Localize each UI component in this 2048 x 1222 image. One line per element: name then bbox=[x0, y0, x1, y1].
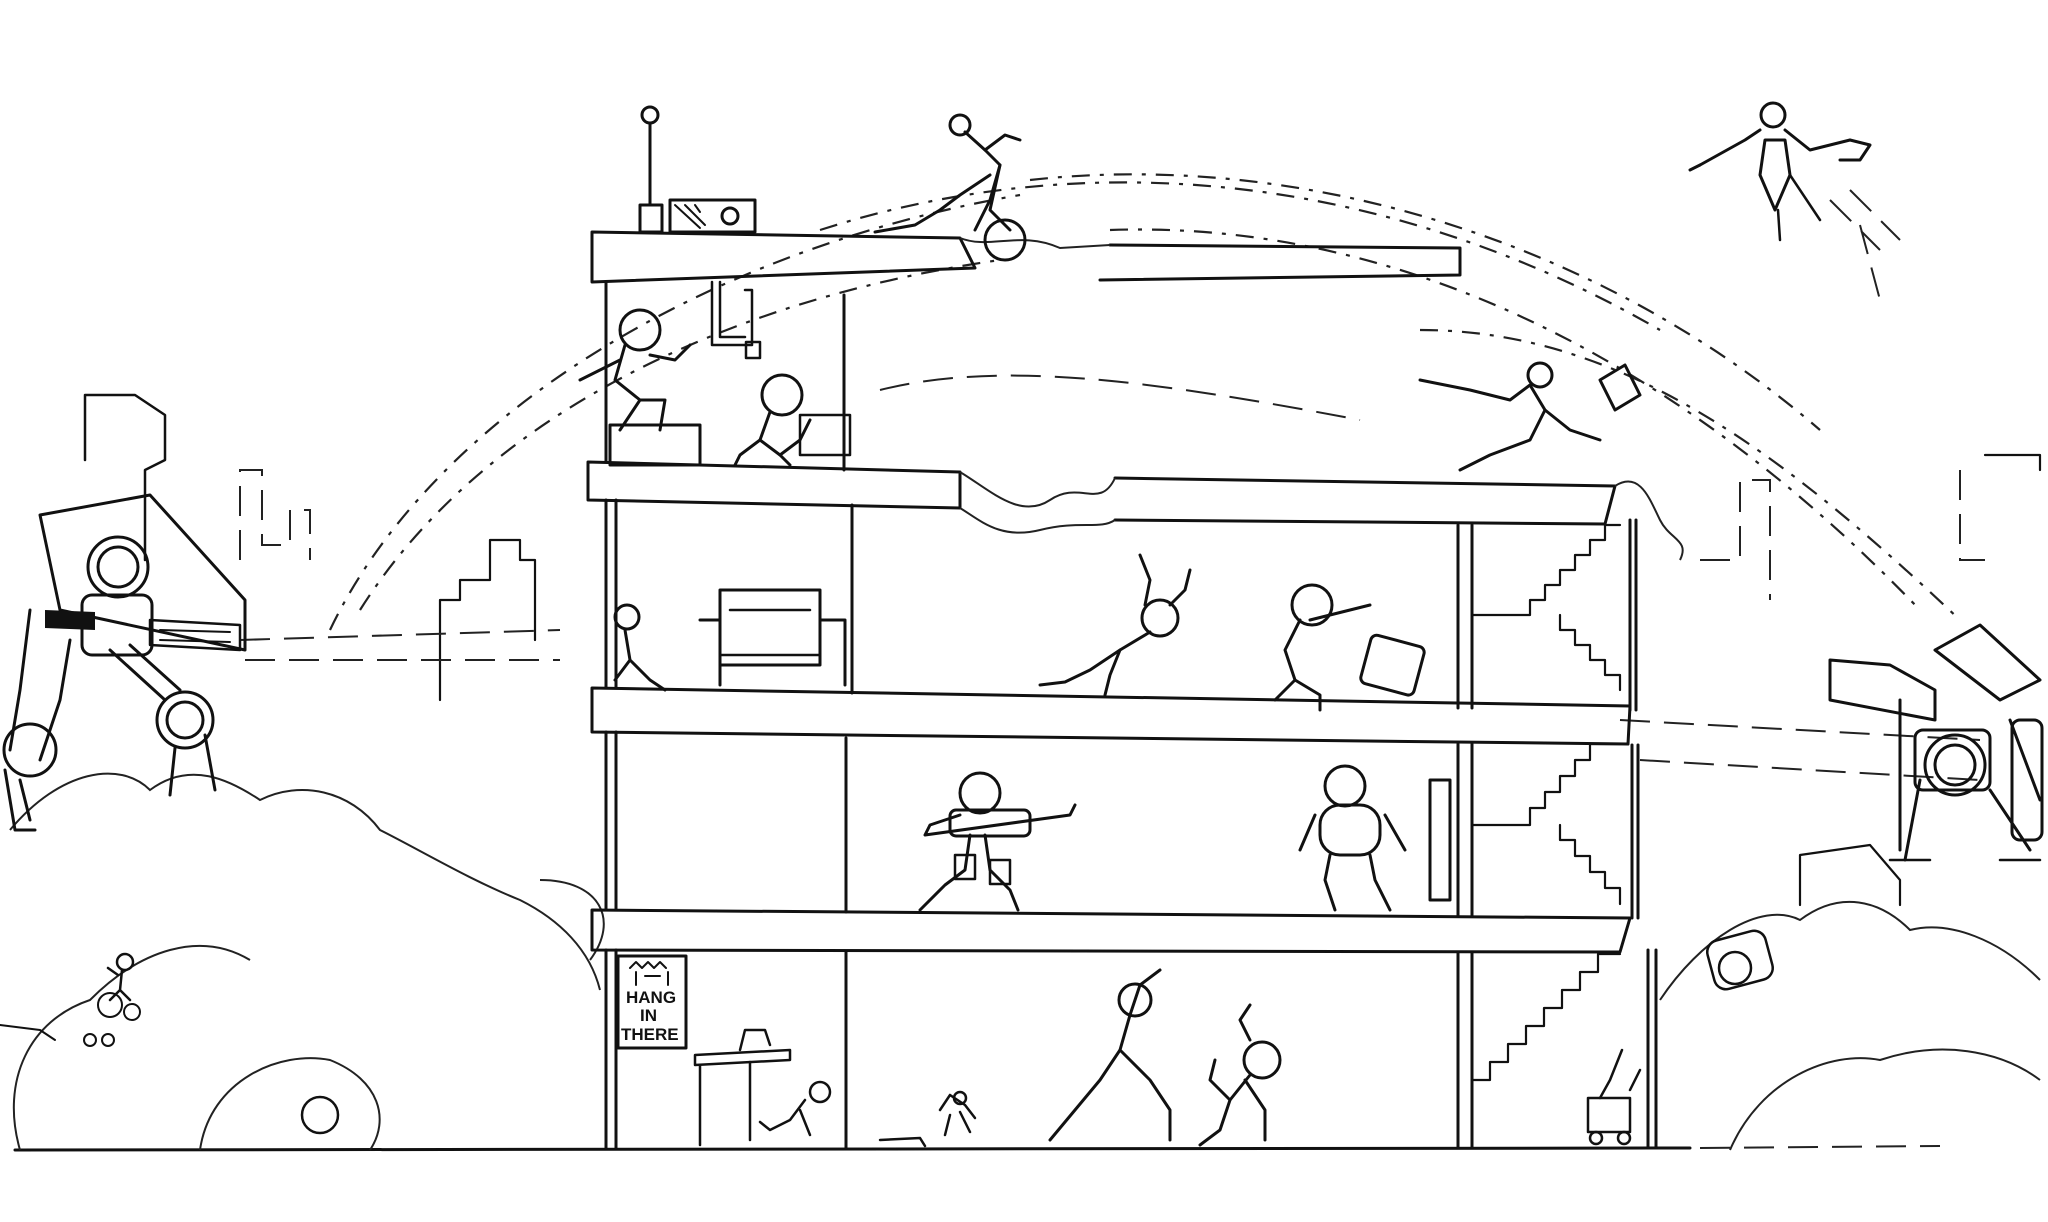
blast-arcs bbox=[239, 173, 1981, 781]
robot-on-ledge-4f bbox=[1418, 361, 1642, 472]
staircase bbox=[1470, 523, 1622, 1082]
seated-person-3f bbox=[613, 603, 667, 692]
walker-mech-right bbox=[1828, 623, 2044, 862]
ruined-skyline bbox=[83, 393, 2042, 702]
soldier-crouch-3f bbox=[1273, 583, 1426, 712]
small-figure-left bbox=[106, 952, 135, 1002]
roof-robot bbox=[873, 113, 1027, 262]
hang-in-there-poster: HANG IN THERE bbox=[616, 954, 688, 1050]
rubble-left bbox=[0, 772, 605, 1151]
ground-line bbox=[13, 1145, 1941, 1152]
rubble-right bbox=[1659, 843, 2041, 1151]
heavy-robot-2f bbox=[1298, 764, 1452, 912]
apartment-building bbox=[586, 105, 1684, 1150]
crawling-figure-ground bbox=[758, 1080, 832, 1137]
poster-line-2: IN bbox=[640, 1006, 657, 1025]
flying-robot bbox=[1688, 101, 1901, 301]
poster-line-1: HANG bbox=[626, 988, 676, 1007]
floor-slab-3 bbox=[590, 686, 1632, 746]
ground-floor-cart bbox=[1586, 1048, 1642, 1146]
robot-leaning-3f bbox=[1038, 553, 1192, 697]
couch-3f bbox=[698, 588, 847, 687]
walker-mech-left bbox=[2, 493, 247, 832]
poster-line-3: THERE bbox=[621, 1025, 679, 1044]
fighter-ground-2 bbox=[1198, 1003, 1282, 1147]
small-robot-ground bbox=[878, 1090, 977, 1148]
soldier-seated-4f bbox=[733, 373, 852, 467]
desk-with-lamp bbox=[693, 1028, 792, 1147]
roof-antenna bbox=[638, 105, 757, 234]
floor-slab-2 bbox=[590, 908, 1632, 954]
rifleman-2f bbox=[918, 771, 1077, 912]
soldier-kneeling-4f bbox=[578, 308, 702, 467]
fighter-ground-1 bbox=[1048, 968, 1172, 1142]
floor-slab-4 bbox=[586, 460, 962, 510]
